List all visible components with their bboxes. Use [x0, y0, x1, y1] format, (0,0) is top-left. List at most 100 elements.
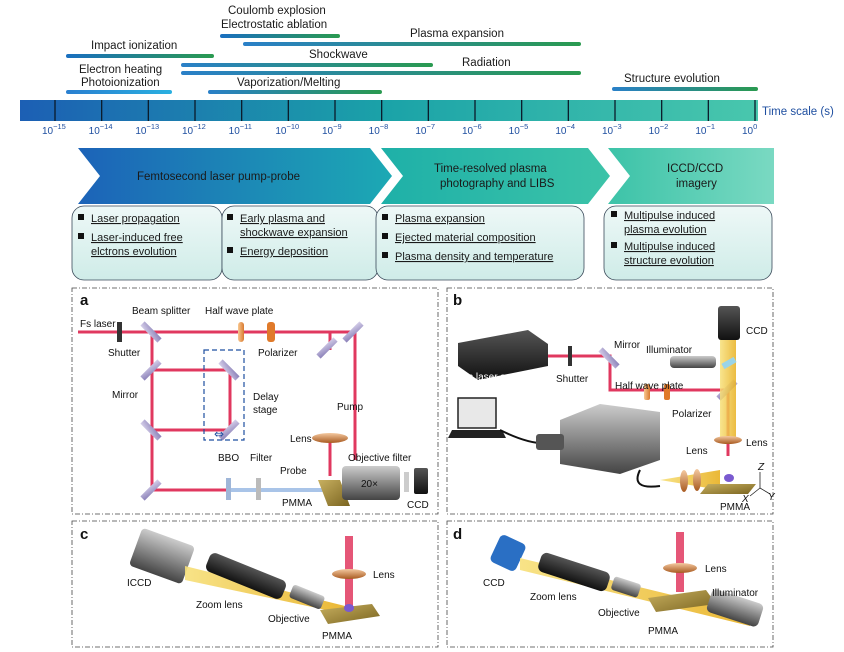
box4-item-4: structure evolution	[624, 255, 714, 267]
label-zoom-lens-d: Zoom lens	[530, 592, 577, 603]
tick-base: 10	[182, 126, 194, 137]
label-pmma-c: PMMA	[322, 631, 352, 642]
timeline-tick-label: 100	[742, 122, 757, 137]
laptop-screen	[457, 397, 497, 429]
laptop-base	[448, 430, 506, 438]
microscope-lens	[536, 434, 564, 450]
mirror-b	[598, 347, 620, 369]
iccd-camera	[129, 528, 195, 584]
shutter-icon-b	[568, 346, 572, 366]
ccd-camera-d	[490, 535, 526, 571]
timeline-tick-label: 10−5	[509, 122, 529, 137]
phase-bar-plasma-expansion	[243, 42, 581, 46]
label-pmma-b: PMMA	[720, 502, 750, 513]
box3-item-2: Ejected material composition	[395, 232, 536, 244]
label-illuminator-b: Illuminator	[646, 345, 693, 356]
timeline-tick-label: 10−13	[135, 122, 159, 137]
tick-base: 10	[602, 126, 614, 137]
label-axis-z: Z	[757, 462, 765, 473]
label-lens: Lens	[290, 434, 312, 445]
bullet	[611, 242, 617, 248]
mirror	[140, 359, 162, 381]
phase-label-impact-ionization: Impact ionization	[91, 40, 177, 52]
illuminator-d	[706, 589, 764, 627]
timeline-tick-label: 10−6	[462, 122, 482, 137]
label-half-wave-plate: Half wave plate	[205, 306, 274, 317]
label-ccd: CCD	[407, 500, 429, 511]
timeline-tick-label: 10−15	[42, 122, 66, 137]
timeline-tick-label: 10−11	[229, 122, 252, 137]
label-zoom-lens-c: Zoom lens	[196, 600, 243, 611]
lens-b-top	[714, 436, 742, 444]
time-scale-label: Time scale (s)	[762, 106, 834, 118]
tick-exponent: −12	[193, 122, 206, 131]
tick-exponent: −1	[706, 122, 715, 131]
bullet	[78, 233, 84, 239]
label-half-wave-plate-b: Half wave plate	[615, 381, 684, 392]
objective-d	[611, 576, 641, 598]
box4-item-2: plasma evolution	[624, 224, 707, 236]
technique-title-plasma-line1: Time-resolved plasma	[434, 163, 547, 175]
technique-title-iccd-line2: imagery	[676, 178, 717, 190]
shutter-icon	[117, 322, 122, 342]
tick-exponent: −7	[426, 122, 435, 131]
box3-item-1: Plasma expansion	[395, 213, 485, 225]
phase-label-radiation: Radiation	[462, 57, 511, 69]
tick-exponent: 0	[753, 122, 757, 131]
phase-bar-shockwave	[181, 63, 433, 67]
pump-beam-d	[676, 532, 684, 592]
ccd-camera-b	[718, 306, 740, 340]
label-lens-c: Lens	[373, 570, 395, 581]
process-box-4	[603, 205, 773, 281]
label-axis-x: X	[741, 494, 749, 505]
axis-y-line	[759, 487, 771, 495]
bullet	[611, 211, 617, 217]
label-iccd: ICCD	[127, 578, 151, 589]
label-bbo: BBO	[218, 453, 239, 464]
box1-item-3: elctrons evolution	[91, 246, 177, 258]
panel-c-letter: c	[80, 526, 88, 543]
phase-bar-radiation	[181, 71, 581, 75]
label-lens-d: Lens	[705, 564, 727, 575]
illuminator-b	[670, 356, 716, 368]
panel-c: c ICCD Zoom lens Objective Lens PMMA	[71, 520, 439, 648]
delay-arrow-icon: ⇔	[214, 427, 224, 441]
label-delay: Delay	[253, 392, 279, 403]
label-objective-d: Objective	[598, 608, 640, 619]
microscope-device	[560, 404, 660, 474]
tick-base: 10	[135, 126, 147, 137]
tick-base: 10	[415, 126, 427, 137]
box4-item-3: Multipulse induced	[624, 241, 715, 253]
objective-magnification: 20×	[361, 479, 378, 490]
tick-exponent: −4	[566, 122, 575, 131]
tick-exponent: −13	[146, 122, 159, 131]
mirror	[342, 321, 364, 343]
panel-d: d CCD Zoom lens Objective Lens Illuminat…	[446, 520, 774, 648]
axis-x-line	[749, 487, 761, 497]
timeline-tick-label: 10−12	[182, 122, 206, 137]
label-filter: Filter	[250, 453, 273, 464]
lens-b2	[693, 469, 701, 491]
process-boxes: Laser propagation Laser-induced free elc…	[71, 205, 773, 281]
phase-bar-coulomb	[220, 34, 340, 38]
timeline-tick-label: 10−2	[649, 122, 669, 137]
bbo-icon	[226, 478, 231, 500]
bullet	[382, 252, 388, 258]
label-polarizer: Polarizer	[258, 348, 298, 359]
tick-exponent: −2	[660, 122, 669, 131]
tick-base: 10	[89, 126, 101, 137]
phase-label-vaporization: Vaporization/Melting	[237, 77, 340, 89]
polarizer-b	[664, 384, 670, 400]
tick-base: 10	[509, 126, 521, 137]
tick-base: 10	[369, 126, 381, 137]
tick-exponent: −5	[520, 122, 529, 131]
label-axis-y: Y	[768, 492, 776, 503]
bullet	[78, 214, 84, 220]
mirror	[140, 419, 162, 441]
label-objective-filter: Objective filter	[348, 453, 412, 464]
panel-b: b Fs laser system M	[446, 287, 776, 515]
timeline-tick-marks	[54, 100, 756, 121]
label-objective-c: Objective	[268, 614, 310, 625]
phase-bar-structure-evolution	[612, 87, 758, 91]
